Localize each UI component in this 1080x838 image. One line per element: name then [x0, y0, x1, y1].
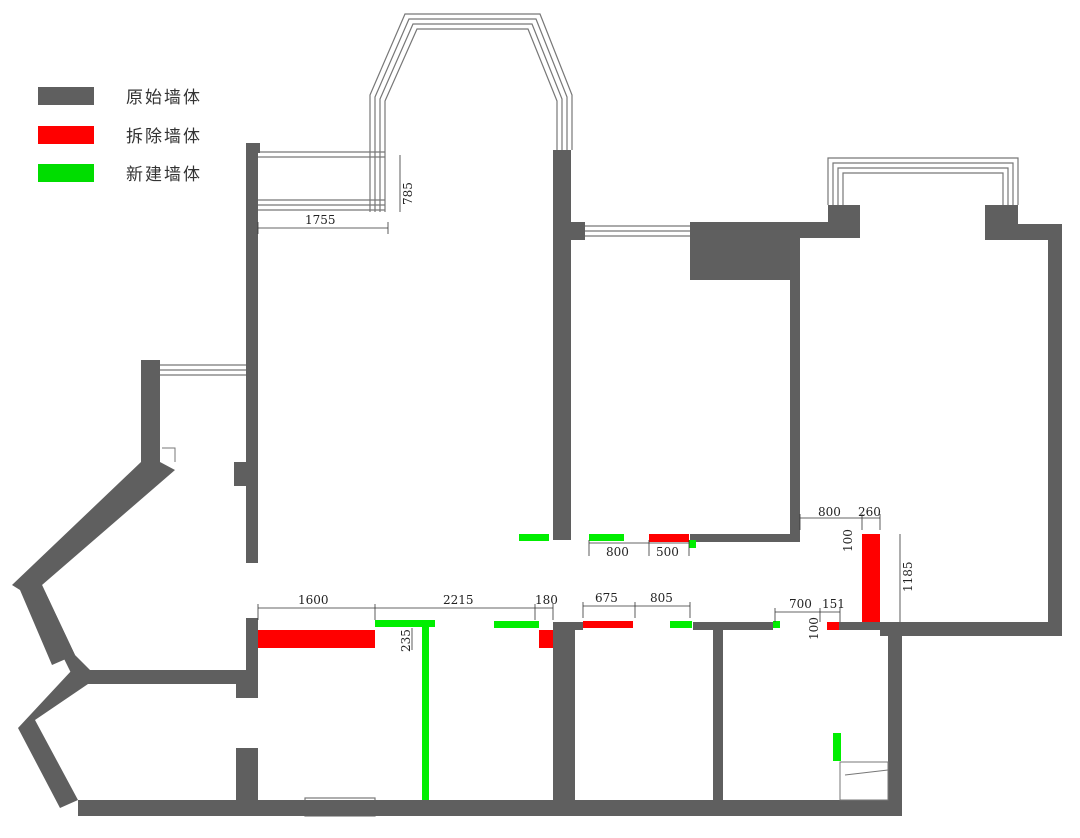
- new-walls: [375, 534, 841, 800]
- legend-swatch-original: [38, 86, 94, 105]
- legend-swatch-new: [38, 163, 94, 182]
- legend-label-new: 新建墙体: [126, 165, 202, 185]
- legend-label-original: 原始墙体: [126, 88, 202, 108]
- removed-walls: [258, 534, 880, 648]
- balcony-window: [258, 151, 385, 211]
- legend-original: 原始墙体: [38, 83, 202, 108]
- dim-800-right: 800: [818, 505, 841, 519]
- dim-180: 180: [535, 593, 558, 607]
- original-walls: [12, 143, 1062, 816]
- bay-window: [369, 13, 573, 212]
- dimension-lines: [257, 155, 901, 650]
- dim-1185: 1185: [901, 561, 915, 592]
- dim-260: 260: [858, 505, 881, 519]
- dim-balcony-width: 1755: [305, 213, 336, 227]
- legend-removed: 拆除墙体: [38, 122, 202, 147]
- legend-new: 新建墙体: [38, 160, 202, 185]
- right-bay-window: [827, 157, 1019, 205]
- legend-label-removed: 拆除墙体: [126, 127, 202, 147]
- dim-800-mid: 800: [606, 545, 629, 559]
- dim-1600: 1600: [298, 593, 329, 607]
- dim-100-b: 100: [807, 617, 821, 640]
- dimension-texts: 1755 785 1600 2215 180 235 675 805 800 5…: [298, 182, 915, 652]
- dim-675: 675: [595, 591, 618, 605]
- dim-2215: 2215: [443, 593, 474, 607]
- dim-500: 500: [656, 545, 679, 559]
- legend-swatch-removed: [38, 125, 94, 144]
- left-window: [160, 364, 246, 376]
- dim-235: 235: [399, 629, 413, 652]
- dim-151: 151: [822, 597, 845, 611]
- dim-805: 805: [650, 591, 673, 605]
- dim-balcony-depth: 785: [401, 182, 415, 205]
- middle-window: [585, 225, 690, 237]
- dim-700: 700: [789, 597, 812, 611]
- fixture-lines: [162, 447, 889, 801]
- dim-100-a: 100: [841, 529, 855, 552]
